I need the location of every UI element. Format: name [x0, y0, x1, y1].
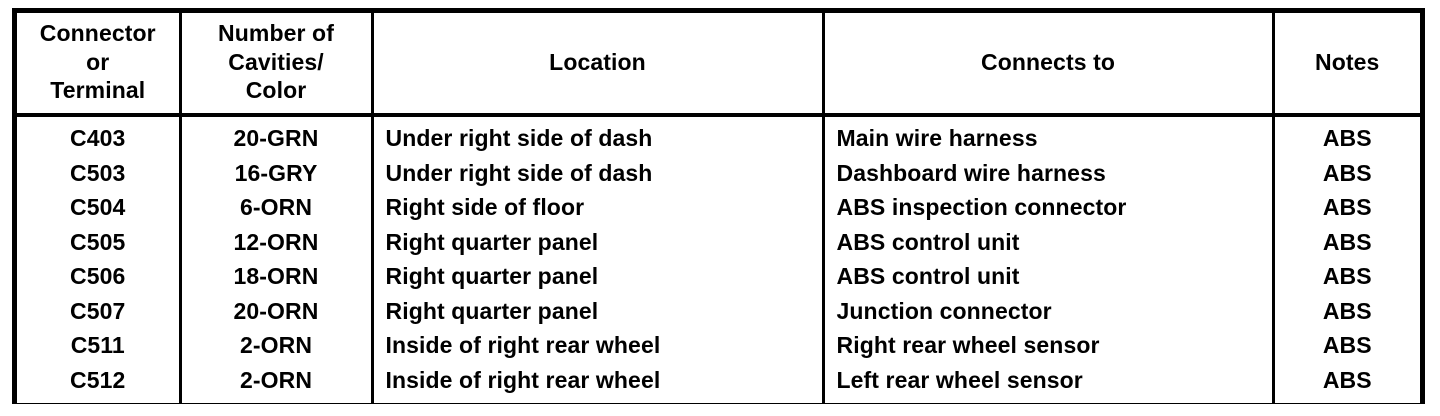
cell-cavities-color: 2-ORN	[180, 362, 374, 403]
header-line: Cavities/	[228, 48, 324, 75]
cell-notes: ABS	[1273, 155, 1420, 190]
cell-location: Right side of floor	[372, 190, 825, 225]
cell-location: Inside of right rear wheel	[372, 328, 825, 363]
connector-reference-table: Connector or Terminal Number of Cavities…	[12, 8, 1425, 404]
table-body: C403 20-GRN Under right side of dash Mai…	[17, 115, 1420, 403]
cell-notes: ABS	[1273, 328, 1420, 363]
header-line: Terminal	[50, 77, 146, 104]
column-header-number-of-cavities-color: Number of Cavities/ Color	[180, 13, 374, 117]
cell-connector: C506	[17, 259, 182, 294]
column-header-connects-to: Connects to	[823, 13, 1275, 117]
cell-connects-to: ABS control unit	[823, 224, 1275, 259]
cell-connects-to: Left rear wheel sensor	[823, 362, 1275, 403]
cell-connects-to: Dashboard wire harness	[823, 155, 1275, 190]
header-line: or	[86, 48, 110, 75]
cell-connects-to: ABS inspection connector	[823, 190, 1275, 225]
cell-cavities-color: 20-GRN	[180, 115, 374, 156]
column-header-connector-or-terminal: Connector or Terminal	[17, 13, 182, 117]
cell-notes: ABS	[1273, 259, 1420, 294]
header-line: Color	[245, 77, 307, 104]
cell-cavities-color: 12-ORN	[180, 224, 374, 259]
header-line: Location	[549, 48, 646, 75]
cell-cavities-color: 2-ORN	[180, 328, 374, 363]
cell-cavities-color: 18-ORN	[180, 259, 374, 294]
cell-location: Right quarter panel	[372, 259, 825, 294]
cell-location: Right quarter panel	[372, 293, 825, 328]
cell-cavities-color: 6-ORN	[180, 190, 374, 225]
cell-connector: C504	[17, 190, 182, 225]
table-row: C504 6-ORN Right side of floor ABS inspe…	[17, 190, 1420, 225]
table-row: C503 16-GRY Under right side of dash Das…	[17, 155, 1420, 190]
cell-location: Inside of right rear wheel	[372, 362, 825, 403]
table-row: C512 2-ORN Inside of right rear wheel Le…	[17, 362, 1420, 403]
cell-connector: C507	[17, 293, 182, 328]
cell-connects-to: ABS control unit	[823, 259, 1275, 294]
header-line: Number of	[218, 20, 334, 47]
column-header-notes: Notes	[1273, 13, 1420, 117]
table-row: C507 20-ORN Right quarter panel Junction…	[17, 293, 1420, 328]
header-line: Connects to	[981, 48, 1115, 75]
cell-notes: ABS	[1273, 293, 1420, 328]
cell-connects-to: Junction connector	[823, 293, 1275, 328]
header-line: Notes	[1315, 48, 1380, 75]
cell-cavities-color: 16-GRY	[180, 155, 374, 190]
cell-connector: C505	[17, 224, 182, 259]
cell-connects-to: Right rear wheel sensor	[823, 328, 1275, 363]
header-row: Connector or Terminal Number of Cavities…	[17, 13, 1420, 117]
cell-cavities-color: 20-ORN	[180, 293, 374, 328]
column-header-location: Location	[372, 13, 825, 117]
cell-connector: C403	[17, 115, 182, 156]
cell-notes: ABS	[1273, 115, 1420, 156]
cell-notes: ABS	[1273, 190, 1420, 225]
cell-location: Under right side of dash	[372, 155, 825, 190]
cell-connects-to: Main wire harness	[823, 115, 1275, 156]
table-header: Connector or Terminal Number of Cavities…	[17, 13, 1420, 117]
cell-notes: ABS	[1273, 224, 1420, 259]
table-row: C511 2-ORN Inside of right rear wheel Ri…	[17, 328, 1420, 363]
cell-location: Under right side of dash	[372, 115, 825, 156]
table-inner: Connector or Terminal Number of Cavities…	[17, 13, 1420, 403]
header-line: Connector	[39, 20, 156, 47]
cell-notes: ABS	[1273, 362, 1420, 403]
table-grid: Connector or Terminal Number of Cavities…	[17, 13, 1420, 403]
table-row: C506 18-ORN Right quarter panel ABS cont…	[17, 259, 1420, 294]
cell-connector: C511	[17, 328, 182, 363]
table-row: C505 12-ORN Right quarter panel ABS cont…	[17, 224, 1420, 259]
cell-connector: C512	[17, 362, 182, 403]
cell-connector: C503	[17, 155, 182, 190]
table-row: C403 20-GRN Under right side of dash Mai…	[17, 115, 1420, 156]
cell-location: Right quarter panel	[372, 224, 825, 259]
